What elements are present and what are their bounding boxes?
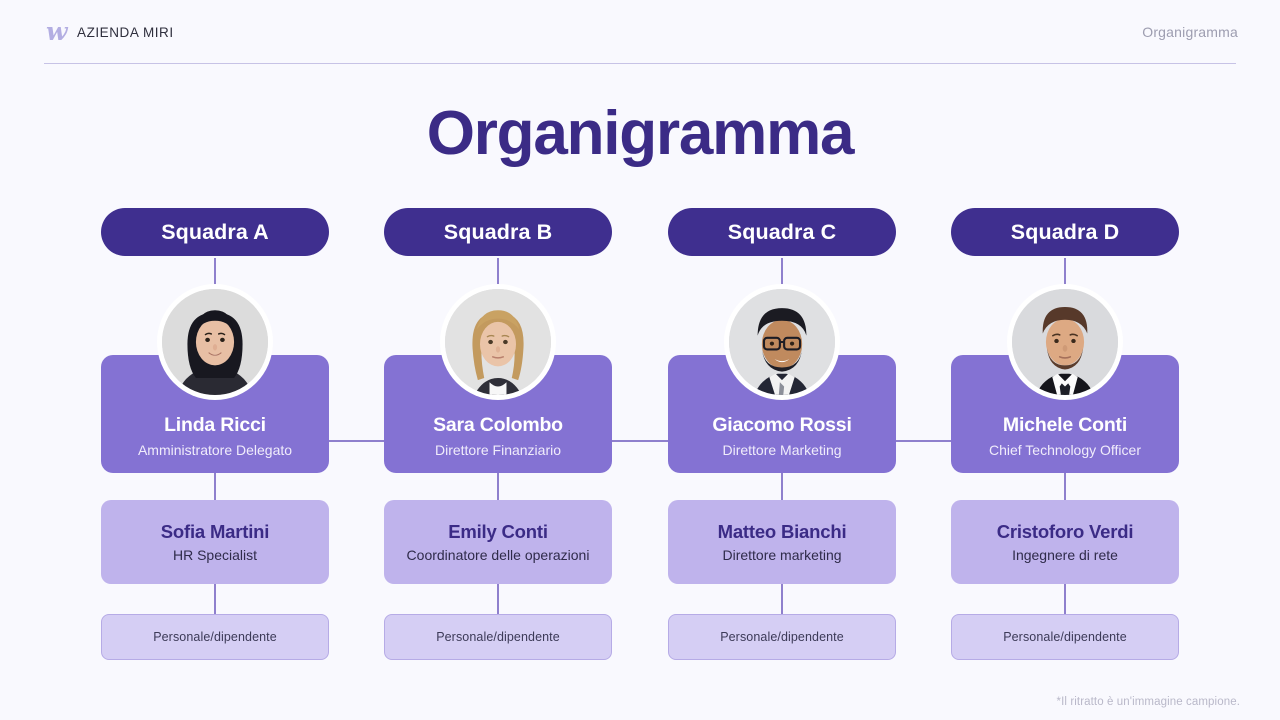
connector-leader-to-manager xyxy=(781,472,783,500)
manager-role: Direttore marketing xyxy=(722,546,842,563)
manager-role: Coordinatore delle operazioni xyxy=(406,546,590,563)
avatar-image xyxy=(1012,289,1118,395)
brand-name: AZIENDA MIRI xyxy=(77,24,174,40)
connector-manager-to-staff xyxy=(497,584,499,614)
leader-name: Giacomo Rossi xyxy=(712,414,852,437)
manager-name: Emily Conti xyxy=(448,521,548,543)
team-pill-label: Squadra C xyxy=(727,219,837,244)
manager-role: HR Specialist xyxy=(172,546,258,563)
avatar-linda-ricci xyxy=(157,284,273,400)
leader-card-michele-conti[interactable]: Michele Conti Chief Technology Officer xyxy=(951,355,1179,473)
team-pill-squadra-c[interactable]: Squadra C xyxy=(668,208,896,256)
avatar-sara-colombo xyxy=(440,284,556,400)
leader-role: Amministratore Delegato xyxy=(137,441,293,458)
leader-card-giacomo-rossi[interactable]: Giacomo Rossi Direttore Marketing xyxy=(668,355,896,473)
avatar-image xyxy=(162,289,268,395)
header-section-label: Organigramma xyxy=(1142,24,1238,40)
connector-pill-to-leader xyxy=(214,258,216,292)
team-pill-squadra-d[interactable]: Squadra D xyxy=(951,208,1179,256)
manager-card-matteo-bianchi[interactable]: Matteo Bianchi Direttore marketing xyxy=(668,500,896,584)
manager-card-cristoforo-verdi[interactable]: Cristoforo Verdi Ingegnere di rete xyxy=(951,500,1179,584)
team-pill-squadra-a[interactable]: Squadra A xyxy=(101,208,329,256)
brand-w-icon: w xyxy=(46,16,68,46)
staff-label: Personale/dipendente xyxy=(720,630,844,644)
pill-connector-b-c xyxy=(612,440,668,442)
team-pill-squadra-b[interactable]: Squadra B xyxy=(384,208,612,256)
manager-name: Cristoforo Verdi xyxy=(996,521,1134,543)
connector-pill-to-leader xyxy=(781,258,783,292)
staff-card-squadra-b[interactable]: Personale/dipendente xyxy=(384,614,612,660)
manager-role: Ingegnere di rete xyxy=(1012,546,1118,563)
page-title: Organigramma xyxy=(426,99,855,168)
manager-name: Sofia Martini xyxy=(160,521,270,543)
avatar-image xyxy=(729,289,835,395)
pill-connector-a-b xyxy=(329,440,385,442)
leader-name: Linda Ricci xyxy=(164,414,266,437)
brand: w AZIENDA MIRI xyxy=(46,16,174,46)
staff-label: Personale/dipendente xyxy=(153,630,277,644)
staff-card-squadra-d[interactable]: Personale/dipendente xyxy=(951,614,1179,660)
org-chart: Squadra A xyxy=(0,208,1280,678)
connector-pill-to-leader xyxy=(497,258,499,292)
team-pill-label: Squadra D xyxy=(1010,219,1120,244)
avatar-giacomo-rossi xyxy=(724,284,840,400)
connector-leader-to-manager xyxy=(1064,472,1066,500)
manager-card-emily-conti[interactable]: Emily Conti Coordinatore delle operazion… xyxy=(384,500,612,584)
leader-role: Direttore Marketing xyxy=(722,441,842,458)
manager-name: Matteo Bianchi xyxy=(717,521,847,543)
connector-leader-to-manager xyxy=(214,472,216,500)
team-pill-label: Squadra B xyxy=(443,219,553,244)
avatar-image xyxy=(445,289,551,395)
connector-manager-to-staff xyxy=(214,584,216,614)
pill-connector-c-d xyxy=(896,440,952,442)
leader-name: Michele Conti xyxy=(1002,414,1128,437)
header-divider xyxy=(44,63,1236,65)
portrait-disclaimer: *Il ritratto è un'immagine campione. xyxy=(1056,696,1240,708)
staff-card-squadra-c[interactable]: Personale/dipendente xyxy=(668,614,896,660)
leader-name: Sara Colombo xyxy=(433,414,563,437)
staff-card-squadra-a[interactable]: Personale/dipendente xyxy=(101,614,329,660)
manager-card-sofia-martini[interactable]: Sofia Martini HR Specialist xyxy=(101,500,329,584)
avatar-michele-conti xyxy=(1007,284,1123,400)
staff-label: Personale/dipendente xyxy=(1003,630,1127,644)
leader-role: Chief Technology Officer xyxy=(988,441,1141,458)
team-pill-label: Squadra A xyxy=(161,219,269,244)
connector-manager-to-staff xyxy=(781,584,783,614)
leader-role: Direttore Finanziario xyxy=(434,441,562,458)
staff-label: Personale/dipendente xyxy=(436,630,560,644)
connector-leader-to-manager xyxy=(497,472,499,500)
connector-manager-to-staff xyxy=(1064,584,1066,614)
page-header: w AZIENDA MIRI Organigramma xyxy=(0,0,1280,64)
connector-pill-to-leader xyxy=(1064,258,1066,292)
